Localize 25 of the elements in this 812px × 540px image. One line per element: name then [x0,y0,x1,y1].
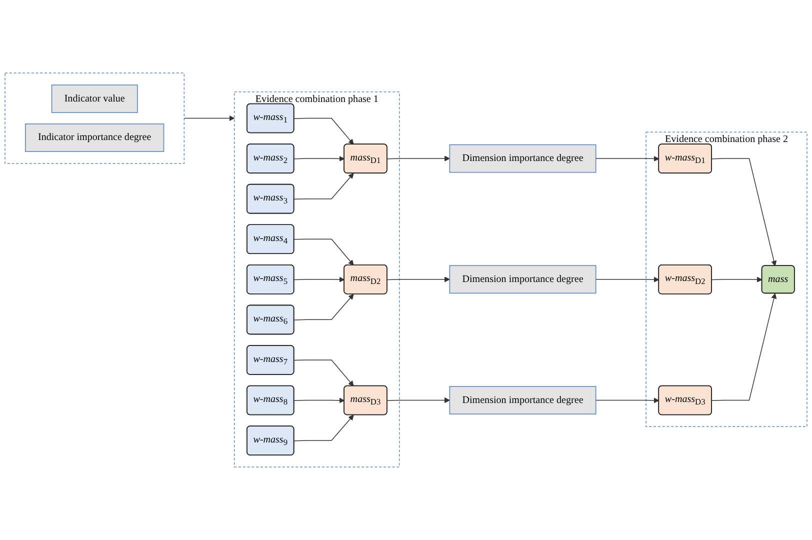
arrow [294,276,345,282]
arrow [294,156,345,162]
cluster [4,72,185,164]
arrow [711,293,777,401]
arrow [294,398,345,404]
arrow [386,156,450,162]
arrow [184,116,235,122]
node-box: Dimension importance degree [449,144,596,173]
arrow [294,118,354,145]
arrow [595,276,660,282]
arrow [386,397,450,403]
node-box: Dimension importance degree [449,386,596,414]
arrow [294,414,354,442]
node-box: Indicator value [51,84,138,114]
arrow [595,156,660,162]
arrow [294,238,354,266]
arrow [294,360,354,386]
arrow [711,276,762,282]
arrow [711,158,777,266]
arrow [595,398,660,404]
arrow [294,294,354,320]
node-box: Indicator importance degree [25,124,164,152]
arrow [386,276,450,282]
node-box: Dimension importance degree [449,265,596,294]
arrow [294,173,354,200]
